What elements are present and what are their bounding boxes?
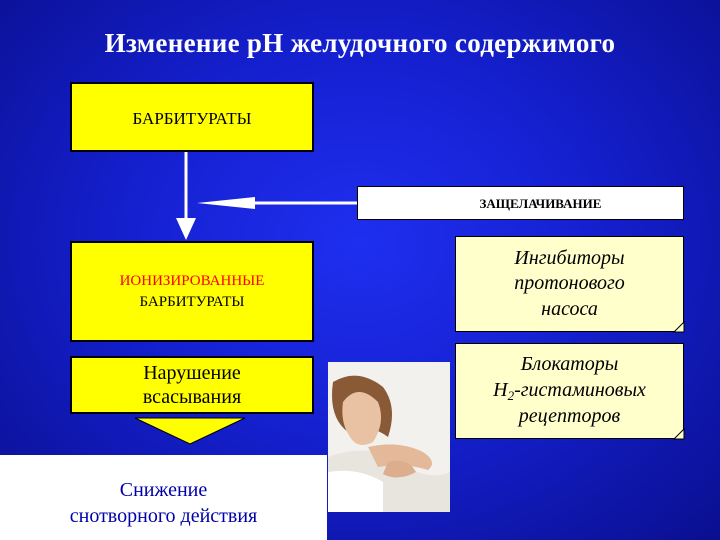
- sleeping-woman-image: [328, 362, 450, 512]
- ppi-line2: протонового: [514, 272, 625, 295]
- ppi-line1: Ингибиторы: [514, 246, 625, 269]
- reduction-box: Снижение снотворного действия: [0, 455, 327, 540]
- page-title: Изменение рН желудочного содержимого: [104, 28, 616, 58]
- h2-line2: Н2-гистаминовых: [493, 378, 646, 405]
- h2-letter: Н: [493, 378, 508, 401]
- down-yellow-arrow: [134, 417, 246, 445]
- alkalization-box: ЗАЩЕЛАЧИВАНИЕ: [357, 186, 684, 220]
- h2-line1: Блокаторы: [520, 353, 619, 376]
- absorption-impairment-box: Нарушение всасывания: [70, 356, 314, 414]
- h2-subscript: 2: [507, 387, 515, 403]
- h2-suffix: -гистаминовых: [514, 378, 646, 401]
- ppi-line3: насоса: [541, 297, 598, 320]
- down-arrowhead: [176, 218, 196, 240]
- absorption-line2: всасывания: [142, 386, 242, 408]
- ionized-label-line1: ИОНИЗИРОВАННЫЕ: [119, 273, 265, 290]
- absorption-line1: Нарушение: [143, 362, 241, 384]
- barbiturates-box: БАРБИТУРАТЫ: [70, 82, 314, 152]
- h2-line3: рецепторов: [518, 405, 621, 428]
- h2-blockers-box: Блокаторы Н2-гистаминовых рецепторов: [455, 343, 684, 439]
- reduction-line2: снотворного действия: [69, 504, 258, 527]
- ionized-label-line2: БАРБИТУРАТЫ: [139, 293, 245, 310]
- left-arrowhead: [197, 197, 255, 209]
- ppi-box: Ингибиторы протонового насоса: [455, 236, 684, 332]
- reduction-line1: Снижение: [119, 478, 208, 501]
- ionized-barbiturates-box: ИОНИЗИРОВАННЫЕ БАРБИТУРАТЫ: [70, 241, 314, 342]
